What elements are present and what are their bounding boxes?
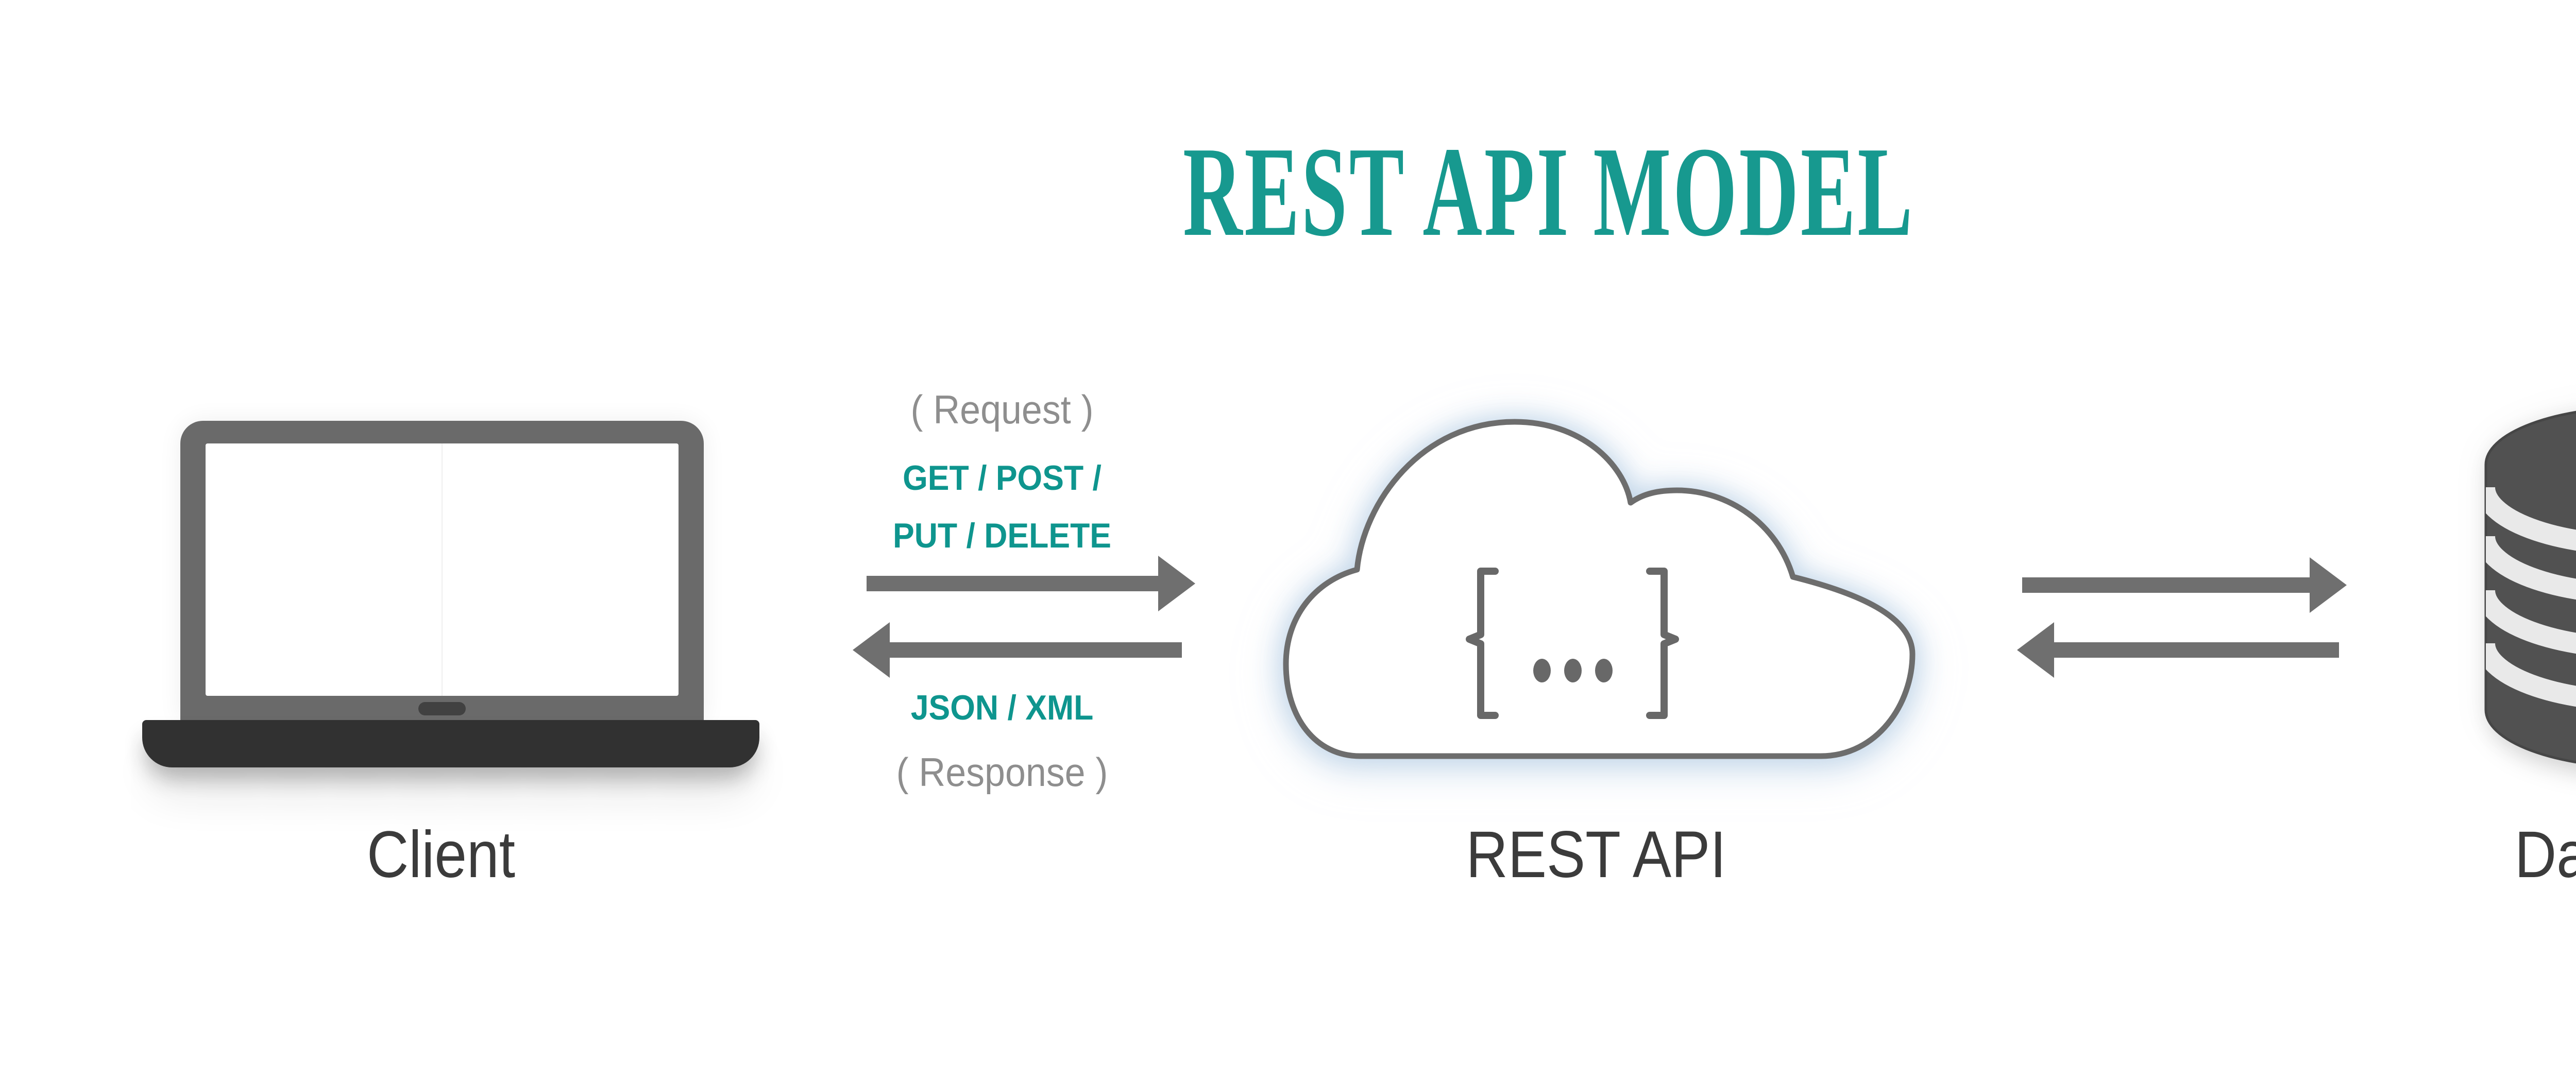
database-label-text: Database	[2514, 818, 2576, 892]
rest-api-label-text: REST API	[1466, 818, 1726, 892]
code-braces-icon	[1466, 568, 1679, 719]
response-caption: ( Response )	[887, 752, 1117, 792]
ellipsis-dots-icon	[1533, 659, 1613, 682]
database-stripes	[2486, 487, 2576, 712]
right-brace	[1646, 568, 1679, 719]
left-arrowhead-icon	[853, 622, 890, 678]
client-label: Client	[357, 822, 525, 888]
request-methods-line2: PUT / DELETE	[884, 518, 1121, 553]
left-brace	[1466, 568, 1499, 719]
database-cylinder-icon	[2484, 410, 2576, 764]
client-label-text: Client	[367, 818, 515, 892]
rest-api-label: REST API	[1448, 822, 1744, 888]
cloud-outline	[1283, 419, 1916, 759]
response-formats: JSON / XML	[903, 690, 1101, 725]
request-caption-text: ( Request )	[910, 387, 1094, 432]
database-label: Database	[2498, 822, 2576, 888]
response-arrow-shaft	[890, 642, 1182, 658]
right-arrowhead-icon	[2310, 557, 2347, 613]
laptop-base	[142, 720, 759, 767]
request-caption: ( Request )	[903, 389, 1101, 430]
diagram-title-text: REST API MODEL	[1182, 121, 1915, 263]
request-methods-line2-text: PUT / DELETE	[892, 516, 1112, 555]
rest-api-cloud-icon	[1283, 419, 1916, 759]
left-arrowhead-icon	[2017, 622, 2054, 678]
laptop-notch	[418, 702, 466, 715]
request-methods-line1-text: GET / POST /	[903, 458, 1101, 498]
request-arrow-shaft	[867, 576, 1158, 591]
response-caption-text: ( Response )	[896, 749, 1108, 795]
laptop-screen-divider	[442, 443, 443, 696]
response-arrow-shaft	[2054, 642, 2339, 658]
request-methods-line1: GET / POST /	[894, 460, 1110, 495]
right-arrowhead-icon	[1158, 556, 1195, 611]
request-arrow-shaft	[2022, 577, 2310, 593]
diagram-title: REST API MODEL	[977, 128, 2121, 256]
response-formats-text: JSON / XML	[910, 688, 1094, 727]
